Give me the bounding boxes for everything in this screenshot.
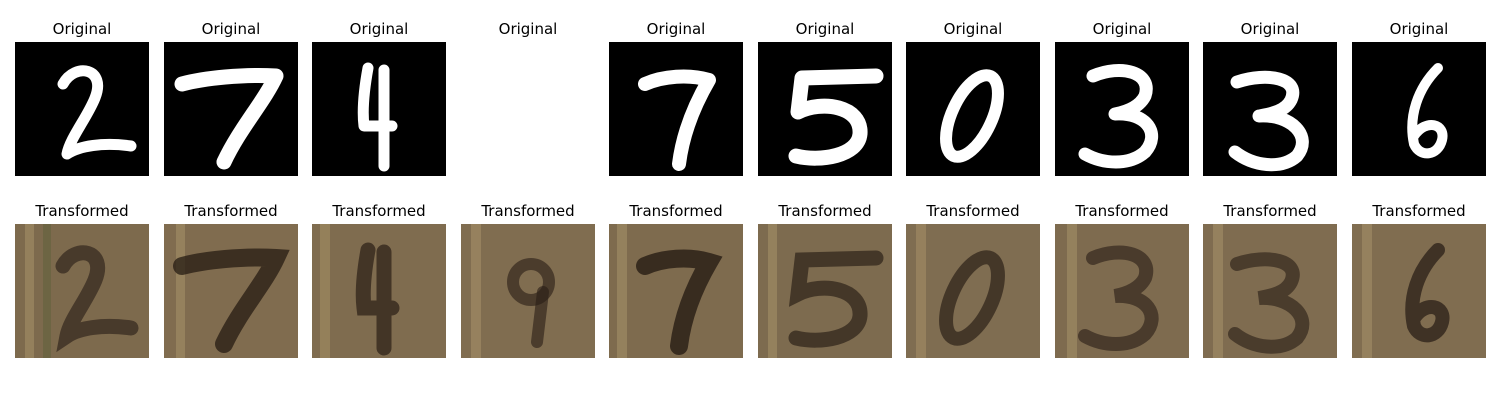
original-panel: Original bbox=[1352, 18, 1486, 176]
original-image bbox=[164, 42, 298, 176]
transformed-image bbox=[609, 224, 743, 358]
original-image bbox=[758, 42, 892, 176]
transformed-panel: Transformed bbox=[758, 200, 892, 358]
panel-title: Original bbox=[646, 20, 706, 38]
panel-title: Original bbox=[1092, 20, 1152, 38]
panel-title: Transformed bbox=[1075, 202, 1169, 220]
original-panel: Original bbox=[758, 18, 892, 176]
original-image bbox=[906, 42, 1040, 176]
original-panel: Original bbox=[15, 18, 149, 176]
transformed-image bbox=[312, 224, 446, 358]
transformed-image bbox=[758, 224, 892, 358]
panel-title: Transformed bbox=[629, 202, 723, 220]
panel-title: Transformed bbox=[332, 202, 426, 220]
transformed-panel: Transformed bbox=[906, 200, 1040, 358]
panel-title: Transformed bbox=[778, 202, 872, 220]
transformed-image bbox=[164, 224, 298, 358]
original-image bbox=[1203, 42, 1337, 176]
transformed-panel: Transformed bbox=[312, 200, 446, 358]
original-image bbox=[15, 42, 149, 176]
transformed-panel: Transformed bbox=[1203, 200, 1337, 358]
panel-title: Transformed bbox=[35, 202, 129, 220]
original-image bbox=[461, 42, 595, 176]
panel-title: Transformed bbox=[184, 202, 278, 220]
panel-title: Original bbox=[1240, 20, 1300, 38]
original-image bbox=[312, 42, 446, 176]
transformed-panel: Transformed bbox=[164, 200, 298, 358]
panel-title: Transformed bbox=[481, 202, 575, 220]
transformed-panel: Transformed bbox=[15, 200, 149, 358]
panel-title: Original bbox=[201, 20, 261, 38]
original-image bbox=[609, 42, 743, 176]
original-panel: Original bbox=[1055, 18, 1189, 176]
panel-title: Transformed bbox=[1372, 202, 1466, 220]
transformed-image bbox=[906, 224, 1040, 358]
panel-title: Original bbox=[795, 20, 855, 38]
panel-title: Transformed bbox=[926, 202, 1020, 220]
panel-title: Original bbox=[943, 20, 1003, 38]
original-panel: Original bbox=[461, 18, 595, 117]
panel-title: Original bbox=[52, 20, 112, 38]
transformed-image bbox=[1055, 224, 1189, 358]
original-image bbox=[1055, 42, 1189, 176]
panel-title: Original bbox=[349, 20, 409, 38]
transformed-panel: Transformed bbox=[609, 200, 743, 358]
original-panel: Original bbox=[609, 18, 743, 176]
panel-title: Original bbox=[1389, 20, 1449, 38]
original-image bbox=[1352, 42, 1486, 176]
original-panel: Original bbox=[1203, 18, 1337, 176]
transformed-image bbox=[15, 224, 149, 358]
transformed-image bbox=[461, 224, 595, 358]
transformed-panel: Transformed bbox=[461, 200, 595, 358]
original-panel: Original bbox=[312, 18, 446, 176]
transformed-panel: Transformed bbox=[1352, 200, 1486, 358]
panel-title: Original bbox=[498, 20, 558, 38]
original-panel: Original bbox=[906, 18, 1040, 176]
panel-title: Transformed bbox=[1223, 202, 1317, 220]
transformed-image bbox=[1203, 224, 1337, 358]
transformed-image bbox=[1352, 224, 1486, 358]
original-panel: Original bbox=[164, 18, 298, 176]
transformed-panel: Transformed bbox=[1055, 200, 1189, 358]
